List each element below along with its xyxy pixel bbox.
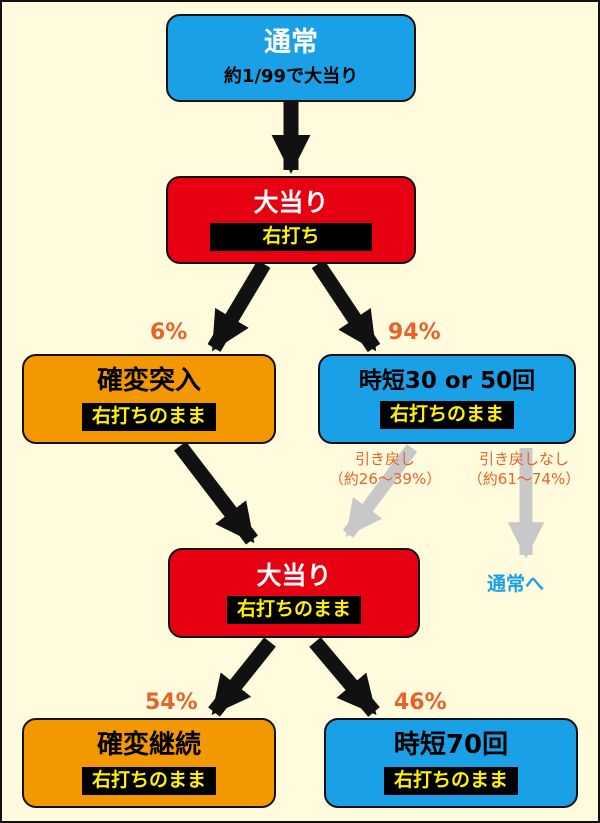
node-normal-sub: 約1/99で大当り <box>223 65 359 87</box>
pct-to-kakuhen: 6% <box>150 320 188 345</box>
pct-to-jitan70: 46% <box>394 690 447 715</box>
pct-to-jitan: 94% <box>388 320 441 345</box>
node-kakuhen-continue: 確変継続 右打ちのまま <box>22 718 276 808</box>
note-no-pullback-line1: 引き戻しなし <box>478 450 569 468</box>
arrow-pullback <box>342 444 418 538</box>
pct-to-kakuhen-cont: 54% <box>145 690 198 715</box>
node-jitan-30-50: 時短30 or 50回 右打ちのまま <box>318 354 576 444</box>
note-pullback-line2: （約26～39%） <box>328 469 442 488</box>
arrow-jackpot2-to-kakuhen-cont <box>208 637 276 717</box>
node-kakuhen-continue-title: 確変継続 <box>96 730 201 761</box>
node-jackpot-1-title: 大当り <box>253 187 329 217</box>
arrow-kakuhen-to-jackpot2 <box>174 441 258 545</box>
node-jitan-30-50-tag: 右打ちのまま <box>379 401 514 430</box>
arrow-jackpot-to-jitan <box>311 259 381 353</box>
note-no-pullback: 引き戻しなし （約61～74%） <box>450 450 598 489</box>
note-pullback: 引き戻し （約26～39%） <box>310 450 460 489</box>
node-kakuhen-entry-title: 確変突入 <box>96 366 201 397</box>
node-normal: 通常 約1/99で大当り <box>166 14 416 102</box>
node-jackpot-1: 大当り 右打ち <box>166 176 416 264</box>
node-kakuhen-entry: 確変突入 右打ちのまま <box>22 354 276 444</box>
node-normal-title: 通常 <box>264 27 318 59</box>
node-jitan-70-title: 時短70回 <box>393 730 509 761</box>
node-jitan-30-50-title: 時短30 or 50回 <box>358 367 536 394</box>
node-kakuhen-continue-tag: 右打ちのまま <box>81 766 216 795</box>
node-jitan-70: 時短70回 右打ちのまま <box>324 718 578 808</box>
node-jackpot-2: 大当り 右打ちのまま <box>168 548 420 638</box>
arrow-jackpot-to-kakuhen <box>207 260 271 352</box>
node-jackpot-1-tag: 右打ち <box>210 223 372 252</box>
node-jitan-70-tag: 右打ちのまま <box>383 766 518 795</box>
return-to-normal: 通常へ <box>487 573 545 595</box>
arrow-jackpot2-to-jitan70 <box>309 637 380 717</box>
note-no-pullback-line2: （約61～74%） <box>467 469 581 488</box>
node-kakuhen-entry-tag: 右打ちのまま <box>81 402 216 431</box>
node-jackpot-2-tag: 右打ちのまま <box>226 596 361 625</box>
note-pullback-line1: 引き戻し <box>354 450 415 468</box>
node-jackpot-2-title: 大当り <box>256 560 332 590</box>
